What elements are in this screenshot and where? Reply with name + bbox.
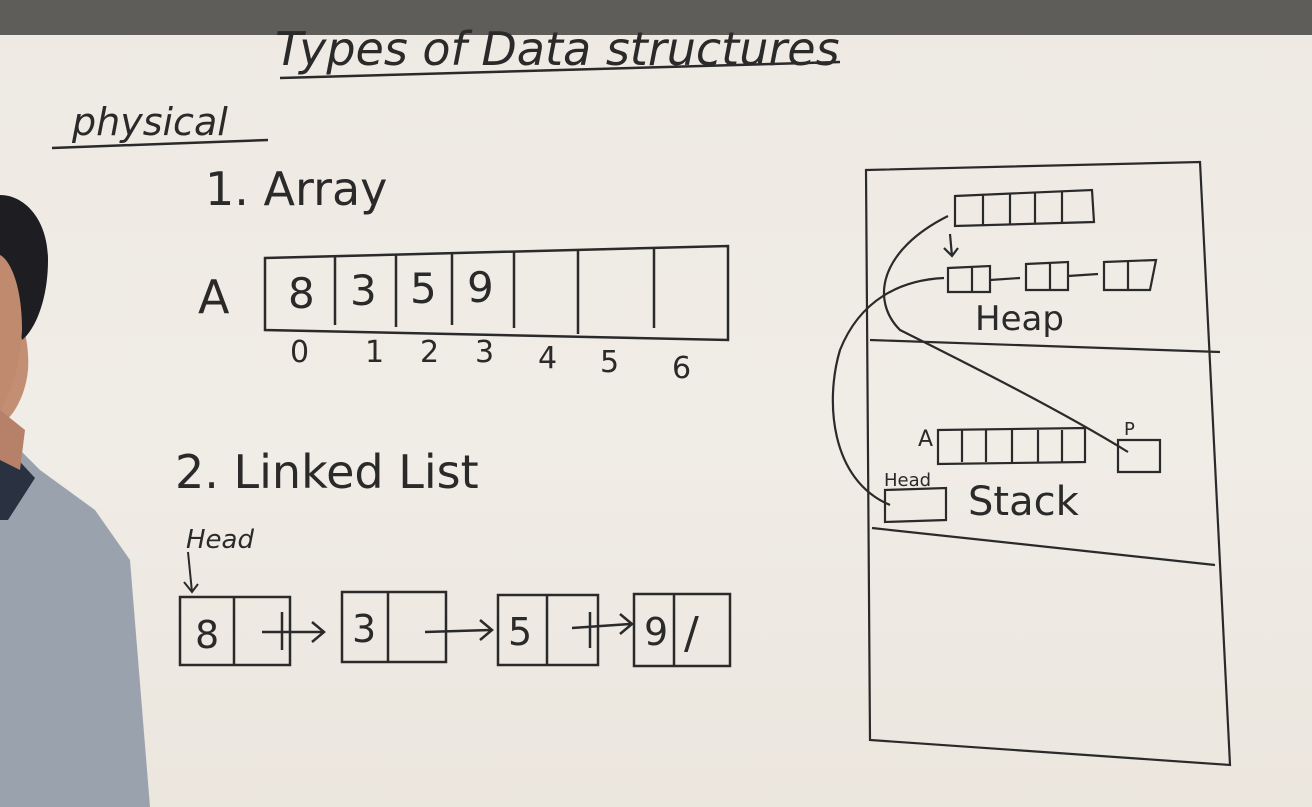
array-index: 1: [365, 335, 384, 370]
stack-head-label: Head: [884, 470, 931, 491]
section-label: physical: [71, 100, 228, 144]
page-title: Types of Data structures: [275, 22, 840, 76]
section-underline: [51, 138, 269, 150]
null-marker: /: [684, 608, 699, 659]
array-index: 5: [600, 345, 619, 380]
array-cell: 3: [350, 266, 377, 315]
memory-diagram: [831, 160, 1232, 767]
array-cell: 5: [410, 264, 437, 313]
array-diagram: [263, 244, 730, 342]
array-index: 6: [672, 351, 691, 386]
list-node-value: 8: [195, 613, 219, 657]
array-cell: 9: [467, 263, 494, 312]
stack-array-label: A: [918, 427, 933, 452]
head-label: Head: [186, 525, 254, 555]
list-node-value: 3: [352, 607, 376, 651]
array-cells: 8 3 5 9: [288, 263, 494, 318]
array-index: 4: [538, 341, 557, 376]
array-name: A: [198, 270, 230, 324]
list-node-value: 5: [508, 610, 532, 654]
array-index: 3: [475, 335, 494, 370]
linked-list-diagram: [178, 590, 732, 668]
stack-pointer-label: P: [1124, 419, 1135, 440]
linked-list-values: 8 3 5 9 /: [195, 607, 699, 659]
heap-label: Heap: [975, 299, 1064, 339]
list-node-value: 9: [644, 610, 668, 654]
array-heading: 1. Array: [205, 162, 387, 216]
top-bar: [0, 0, 1312, 35]
title-underline: [279, 60, 841, 80]
stack-label: Stack: [968, 479, 1080, 525]
head-arrow: [183, 551, 199, 594]
array-index: 2: [420, 335, 439, 370]
array-cell: 8: [288, 269, 315, 318]
array-index: 0: [290, 335, 309, 370]
memory-labels: Heap Stack A P Head: [884, 299, 1135, 525]
presenter-figure: [0, 195, 150, 807]
array-indices: 0 1 2 3 4 5 6: [290, 335, 691, 386]
linked-list-heading: 2. Linked List: [175, 445, 479, 499]
